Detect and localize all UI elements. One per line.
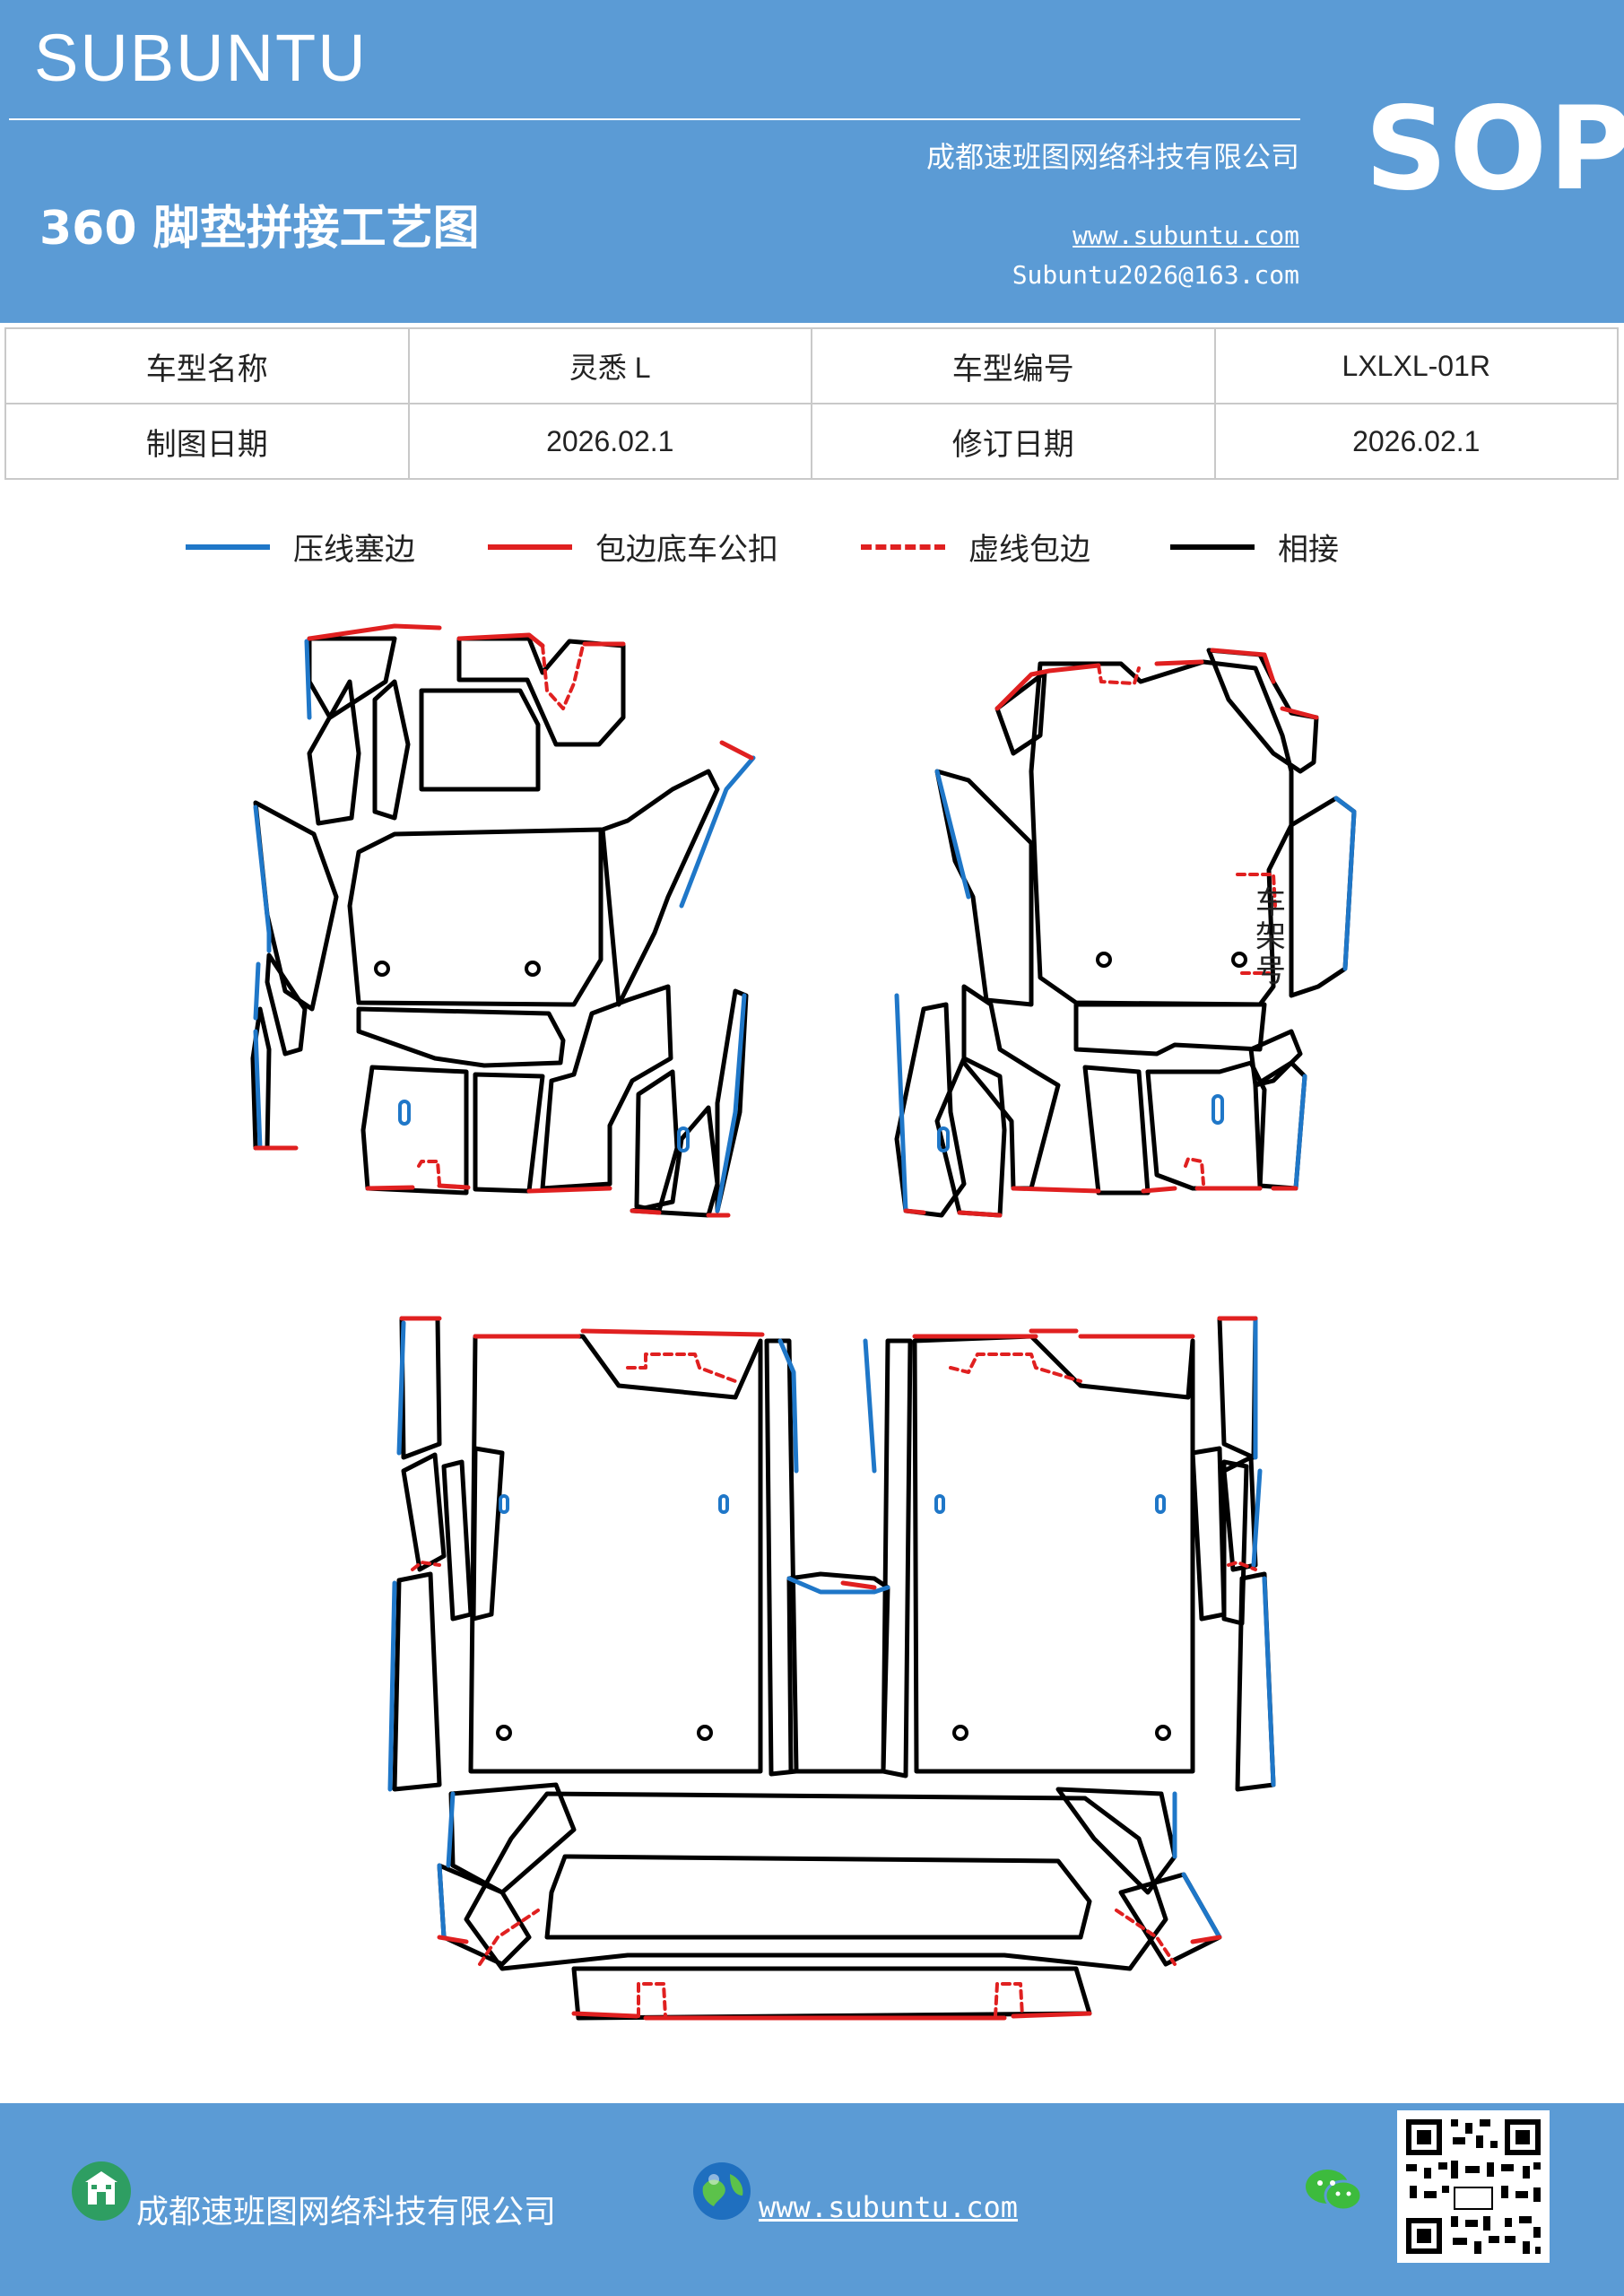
building-icon bbox=[72, 2161, 131, 2221]
globe-icon bbox=[693, 2162, 751, 2220]
legend-label: 压线塞边 bbox=[293, 532, 415, 568]
qr-code bbox=[1397, 2110, 1550, 2263]
floor-mat-diagram: 车 架 号 bbox=[250, 623, 1357, 2021]
company-name: 成都速班图网络科技有限公司 bbox=[925, 140, 1299, 174]
mounting-slots bbox=[398, 1094, 1224, 1514]
table-cell: 灵悉 L bbox=[407, 327, 812, 404]
header-divider bbox=[9, 118, 1300, 120]
legend-swatch bbox=[488, 544, 572, 550]
footer-company-name: 成都速班图网络科技有限公司 bbox=[136, 2194, 557, 2231]
mounting-holes bbox=[374, 952, 1247, 1741]
frame-label-char: 架 bbox=[1255, 919, 1286, 955]
footer-website-link[interactable]: www.subuntu.com bbox=[759, 2190, 1018, 2224]
table-cell: LXLXL-01R bbox=[1213, 327, 1619, 404]
header-banner bbox=[0, 0, 1624, 323]
table-cell: 车型编号 bbox=[811, 327, 1216, 404]
table-cell: 修订日期 bbox=[811, 403, 1216, 480]
email-address[interactable]: Subuntu2026@163.com bbox=[1012, 260, 1299, 290]
table-cell: 2026.02.1 bbox=[1213, 403, 1619, 480]
dashed-wrap-lines bbox=[411, 644, 1277, 2018]
wechat-icon[interactable] bbox=[1302, 2163, 1365, 2217]
website-link[interactable]: www.subuntu.com bbox=[1073, 221, 1299, 250]
table-row: 制图日期 2026.02.1 修订日期 2026.02.1 bbox=[4, 403, 1619, 480]
wrap-lines bbox=[253, 623, 1319, 2021]
joint-lines bbox=[250, 636, 1357, 2021]
frame-label-char: 车 bbox=[1255, 885, 1286, 921]
legend-label: 虚线包边 bbox=[968, 532, 1090, 568]
legend-swatch bbox=[1170, 544, 1255, 550]
vehicle-info-table: 车型名称 灵悉 L 车型编号 LXLXL-01R 制图日期 2026.02.1 … bbox=[4, 327, 1619, 480]
table-cell: 车型名称 bbox=[4, 327, 410, 404]
legend-swatch bbox=[861, 544, 945, 550]
brand-name: SUBUNTU bbox=[34, 21, 368, 95]
frame-label-char: 号 bbox=[1255, 953, 1286, 989]
sop-badge: SOP bbox=[1365, 83, 1624, 216]
table-cell: 制图日期 bbox=[4, 403, 410, 480]
legend-label: 包边底车公扣 bbox=[595, 532, 778, 568]
table-cell: 2026.02.1 bbox=[407, 403, 812, 480]
frame-number-label: 车 架 号 bbox=[1255, 885, 1296, 989]
page-title: 360 脚垫拼接工艺图 bbox=[39, 202, 480, 256]
press-lines bbox=[253, 639, 1357, 1940]
legend-swatch bbox=[186, 544, 270, 550]
legend-label: 相接 bbox=[1278, 532, 1339, 568]
table-row: 车型名称 灵悉 L 车型编号 LXLXL-01R bbox=[4, 327, 1619, 404]
